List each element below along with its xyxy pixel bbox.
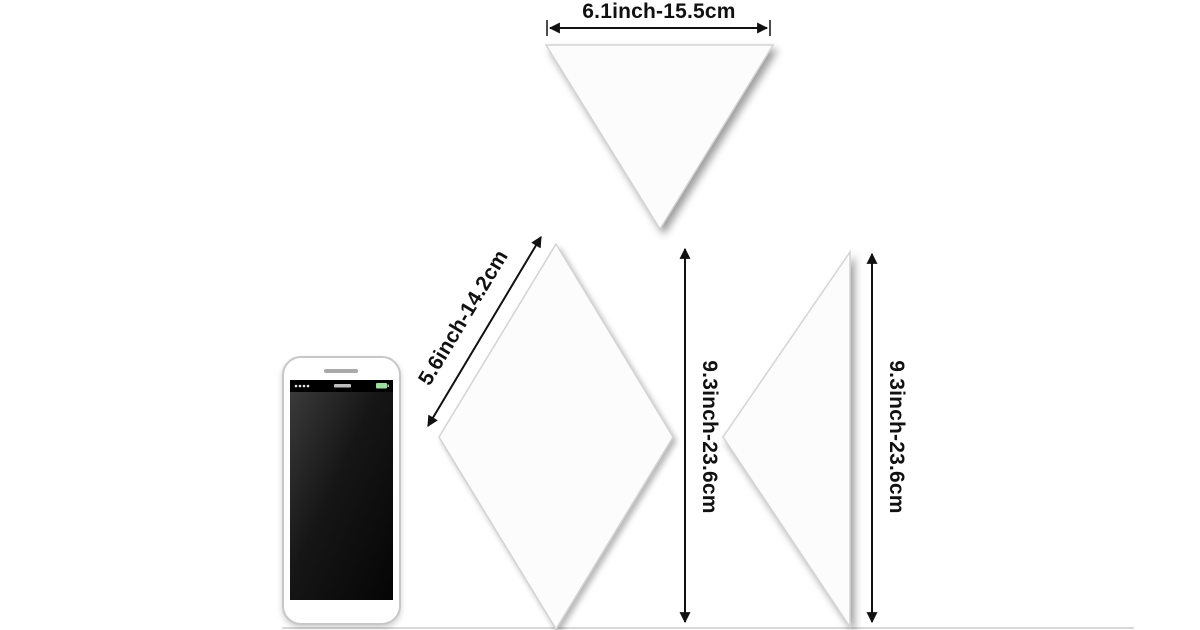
side-triangle-shape (722, 249, 851, 630)
inverted-triangle-shape (544, 44, 775, 231)
triangle-width-dimension: 6.1inch-15.5cm (546, 0, 771, 36)
rhombus-height-label: 9.3inch-23.6cm (698, 360, 721, 513)
side-triangle-height-label: 9.3inch-23.6cm (885, 360, 908, 513)
phone-speaker-icon (324, 369, 358, 373)
rhombus-side-arrow (427, 236, 542, 427)
triangle-width-label: 6.1inch-15.5cm (582, 0, 735, 23)
signal-icon (294, 384, 310, 388)
rhombus-height-dimension: 9.3inch-23.6cm (679, 247, 721, 624)
status-text-blur (334, 384, 351, 388)
smartphone (282, 356, 401, 625)
phone-screen (290, 380, 393, 600)
side-triangle-height-dimension: 9.3inch-23.6cm (866, 252, 908, 624)
battery-icon (376, 383, 389, 389)
